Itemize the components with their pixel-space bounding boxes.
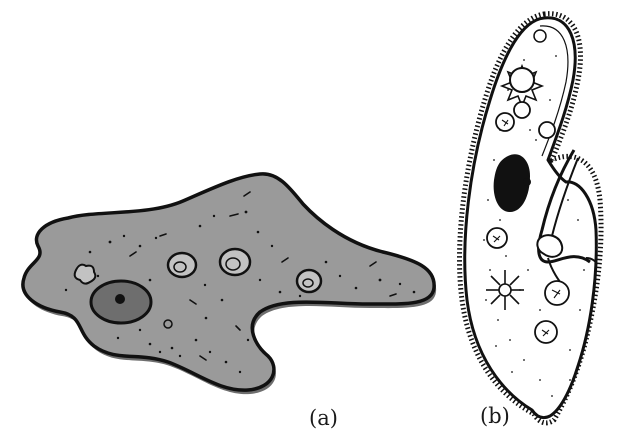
paramecium-food-vacuole <box>534 30 546 42</box>
panel-b-label: (b) <box>480 406 510 427</box>
amoeba-food-vacuole <box>168 253 196 277</box>
panel-a-label: (a) <box>309 408 338 429</box>
amoeba-food-vacuole <box>297 270 321 292</box>
paramecium-micronucleus <box>523 178 531 186</box>
amoeba-illustration <box>23 174 436 394</box>
paramecium-contractile-vacuole-top <box>502 66 542 106</box>
amoeba-food-vacuole <box>220 249 250 275</box>
paramecium-contractile-vacuole-bottom <box>486 270 524 310</box>
paramecium-illustration <box>459 14 601 423</box>
amoeba-nucleolus <box>115 294 125 304</box>
